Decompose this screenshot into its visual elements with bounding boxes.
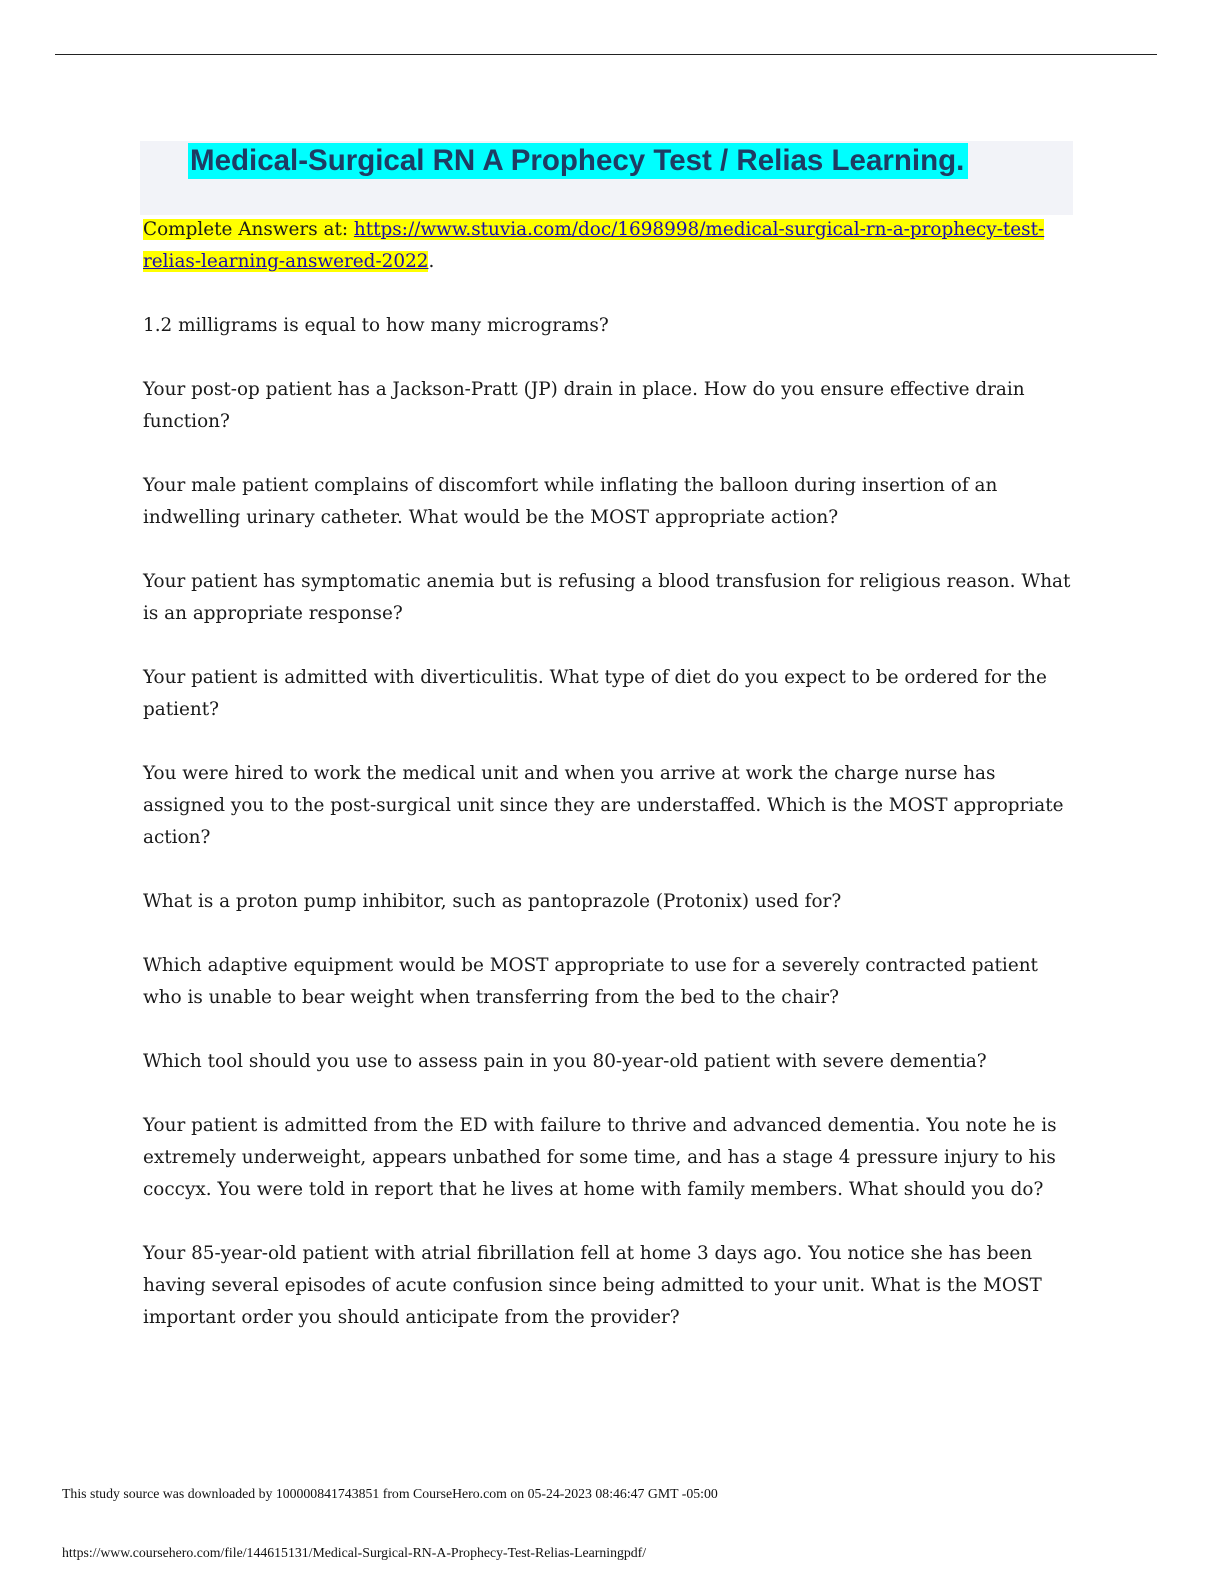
question-item: Your patient is admitted with diverticul… <box>143 667 1047 720</box>
document-body: Complete Answers at: https://www.stuvia.… <box>143 214 1073 1366</box>
footer-url: https://www.coursehero.com/file/14461513… <box>62 1545 647 1560</box>
document-title: Medical-Surgical RN A Prophecy Test / Re… <box>188 143 969 179</box>
question-item: What is a proton pump inhibitor, such as… <box>143 891 842 912</box>
footer-source-note: This study source was downloaded by 1000… <box>62 1486 718 1501</box>
top-rule <box>55 54 1157 55</box>
answers-trailing: . <box>428 251 435 272</box>
question-item: Your 85-year-old patient with atrial fib… <box>143 1243 1042 1328</box>
question-item: Your male patient complains of discomfor… <box>143 475 998 528</box>
question-item: 1.2 milligrams is equal to how many micr… <box>143 315 609 336</box>
question-list: 1.2 milligrams is equal to how many micr… <box>143 310 1073 1334</box>
question-item: Which tool should you use to assess pain… <box>143 1051 987 1072</box>
question-item: Your patient is admitted from the ED wit… <box>143 1115 1057 1200</box>
question-item: Your post-op patient has a Jackson-Pratt… <box>143 379 1025 432</box>
question-item: Your patient has symptomatic anemia but … <box>143 571 1071 624</box>
answers-link[interactable]: https://www.stuvia.com/doc/1698998/medic… <box>143 219 1045 272</box>
answers-label: Complete Answers at: <box>143 219 354 240</box>
question-item: Which adaptive equipment would be MOST a… <box>143 955 1038 1008</box>
complete-answers-line: Complete Answers at: https://www.stuvia.… <box>143 214 1073 278</box>
question-item: You were hired to work the medical unit … <box>143 763 1064 848</box>
answers-highlight: Complete Answers at: https://www.stuvia.… <box>143 219 1045 272</box>
